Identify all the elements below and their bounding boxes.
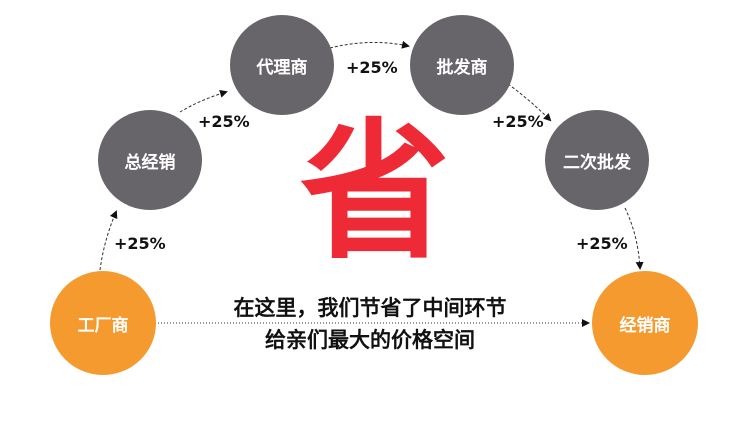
- node-secondary-wholesale: 二次批发: [545, 110, 649, 210]
- node-label: 总经销: [124, 152, 176, 173]
- arrow-factory-to-general: [99, 210, 118, 271]
- node-dealer: 经销商: [592, 271, 698, 375]
- arrow-general-to-agent: [179, 89, 228, 113]
- node-label: 批发商: [436, 57, 488, 78]
- node-wholesaler: 批发商: [410, 15, 514, 115]
- markup-label: +25%: [198, 112, 250, 131]
- node-agent: 代理商: [230, 15, 334, 115]
- arrow-agent-to-wholesaler: [329, 40, 410, 49]
- node-label: 代理商: [256, 57, 308, 78]
- node-label: 工厂商: [77, 315, 129, 336]
- message-line-2: 给亲们最大的价格空间: [265, 328, 475, 352]
- markup-label: +25%: [492, 112, 544, 131]
- message-line-1: 在这里，我们节省了中间环节: [233, 296, 507, 320]
- node-label: 经销商: [619, 315, 671, 336]
- markup-label: +25%: [346, 58, 398, 77]
- node-factory: 工厂商: [50, 271, 156, 375]
- arrow-wholesaler-to-secondary: [507, 83, 552, 122]
- arrow-secondary-to-dealer: [624, 207, 644, 270]
- save-character: 省: [300, 106, 451, 280]
- markup-label: +25%: [576, 234, 628, 253]
- node-label: 二次批发: [563, 152, 631, 173]
- node-general-distributor: 总经销: [98, 110, 202, 210]
- markup-label: +25%: [114, 234, 166, 253]
